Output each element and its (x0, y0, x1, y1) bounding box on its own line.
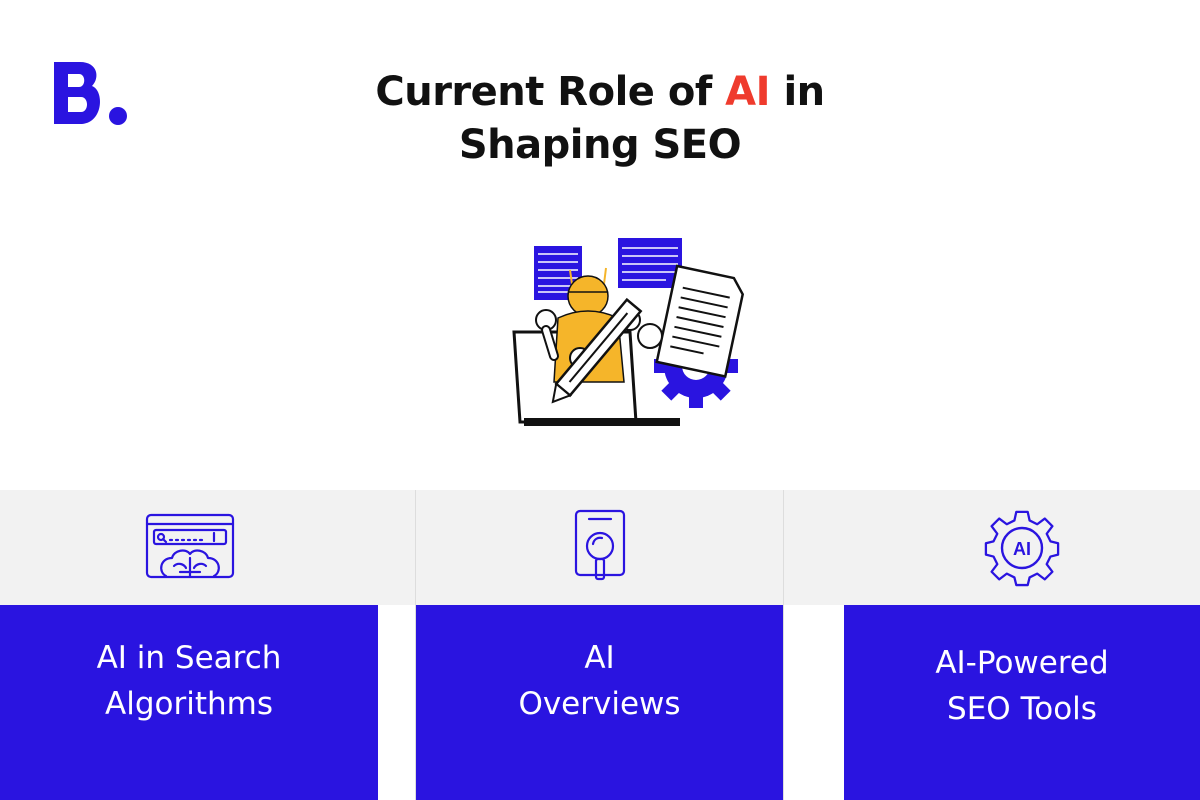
card-title-line2: Algorithms (105, 685, 273, 722)
title-highlight: AI (725, 69, 771, 115)
search-brain-icon (145, 513, 235, 579)
title-part2: in (783, 69, 825, 115)
ai-robot-writing-illustration (512, 238, 745, 426)
page-title: Current Role of AI in Shaping SEO (300, 66, 900, 172)
title-line2: Shaping SEO (458, 122, 742, 168)
card-ai-overviews: AI Overviews (416, 605, 783, 800)
ai-gear-label: AI (1013, 539, 1031, 559)
card-title-line1: AI-Powered (935, 644, 1109, 681)
card-title-line2: SEO Tools (947, 690, 1097, 727)
column-divider (415, 490, 416, 800)
document-search-icon (574, 509, 626, 581)
card-ai-powered-seo-tools: AI-Powered SEO Tools (844, 605, 1200, 800)
column-divider (783, 490, 784, 800)
card-title-line1: AI in Search (96, 639, 282, 676)
card-title-line2: Overviews (518, 685, 681, 722)
brand-logo (54, 62, 127, 125)
title-part1: Current Role of (375, 69, 712, 115)
icon-strip (0, 490, 1200, 605)
ai-gear-icon: AI (984, 510, 1060, 587)
card-ai-search-algorithms: AI in Search Algorithms (0, 605, 378, 800)
card-title-line1: AI (584, 639, 615, 676)
